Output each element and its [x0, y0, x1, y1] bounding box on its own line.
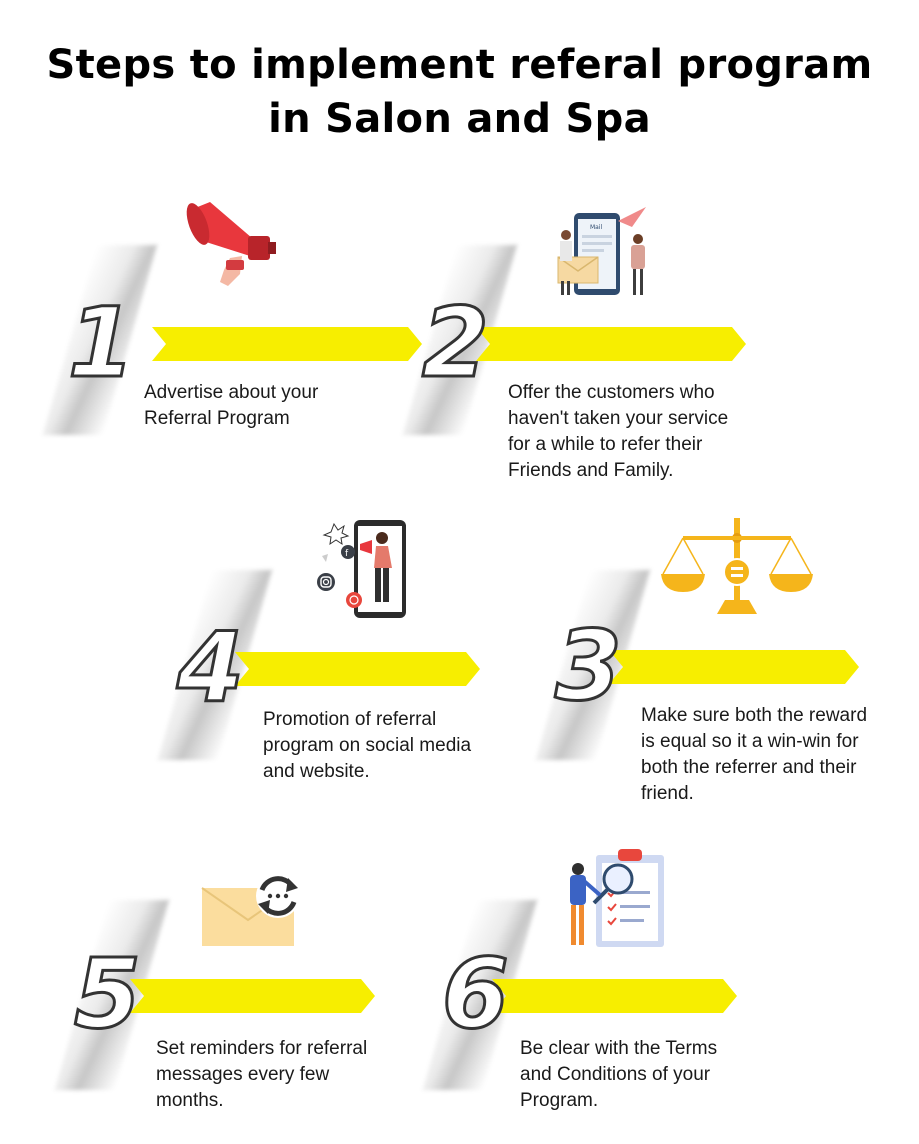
step-5-line-2: messages every few [156, 1064, 330, 1085]
step-4-bar [235, 652, 480, 686]
phone-mail-referral-icon: Mail [557, 207, 646, 295]
step-3-numeral: 3 [554, 610, 624, 722]
step-2: 2 Offer the customers who haven't taken … [402, 245, 760, 485]
step-2-line-1: Offer the customers who [508, 382, 715, 403]
step-1-numeral: 1 [67, 287, 137, 399]
phone-mail-label: Mail [590, 224, 603, 231]
step-3-line-4: friend. [641, 783, 694, 804]
step-1-line-2: Referral Program [144, 408, 290, 429]
step-1-bar [152, 327, 422, 361]
svg-text:f: f [345, 549, 349, 559]
step-4-line-3: and website. [263, 761, 370, 782]
envelope-refresh-icon [201, 874, 300, 946]
step-1-line-1: Advertise about your [144, 382, 319, 403]
step-2-line-3: for a while to refer their [508, 434, 703, 455]
step-3-line-1: Make sure both the reward [641, 705, 868, 726]
step-3-line-3: both the referrer and their [641, 757, 857, 778]
step-4-numeral: 4 [176, 612, 246, 724]
step-4-line-2: program on social media [263, 735, 472, 756]
step-3-line-2: is equal so it a win-win for [641, 731, 859, 752]
step-3-description: Make sure both the reward is equal so it… [641, 703, 867, 807]
step-6: 6 Be clear with the Terms and Conditions… [422, 900, 760, 1120]
step-6-numeral: 6 [441, 938, 511, 1050]
step-4-line-1: Promotion of referral [263, 709, 437, 730]
step-6-line-3: Program. [520, 1090, 599, 1111]
step-5-bar [130, 979, 375, 1013]
step-3: 3 Make sure both the reward is equal so … [535, 570, 905, 807]
social-media-phone-icon: f [317, 520, 406, 618]
megaphone-icon [186, 202, 276, 286]
step-1: 1 Advertise about your Referral Program [42, 245, 422, 455]
step-3-bar [609, 650, 859, 684]
balance-scale-icon [661, 518, 813, 614]
step-5-numeral: 5 [73, 938, 143, 1050]
step-4-description: Promotion of referral program on social … [263, 707, 471, 785]
page-title: Steps to implement referal program in Sa… [0, 38, 919, 146]
step-6-line-2: and Conditions of your [520, 1064, 711, 1085]
step-6-description: Be clear with the Terms and Conditions o… [520, 1036, 717, 1114]
step-2-line-2: haven't taken your service [508, 408, 729, 429]
step-6-line-1: Be clear with the Terms [520, 1038, 718, 1059]
step-2-bar [476, 327, 746, 361]
clipboard-magnifier-icon [570, 849, 664, 947]
step-4: 4 Promotion of referral program on socia… [157, 570, 495, 782]
step-5-line-1: Set reminders for referral [156, 1038, 368, 1059]
step-1-description: Advertise about your Referral Program [144, 380, 318, 432]
step-2-description: Offer the customers who haven't taken yo… [508, 380, 728, 484]
step-2-numeral: 2 [421, 287, 491, 399]
step-2-line-4: Friends and Family. [508, 460, 674, 481]
title-line-1: Steps to implement referal program [46, 42, 873, 88]
title-line-2: in Salon and Spa [268, 96, 651, 142]
step-5-line-3: months. [156, 1090, 224, 1111]
step-5: 5 Set reminders for referral messages ev… [54, 900, 392, 1120]
step-5-description: Set reminders for referral messages ever… [156, 1036, 367, 1114]
step-6-bar [492, 979, 737, 1013]
